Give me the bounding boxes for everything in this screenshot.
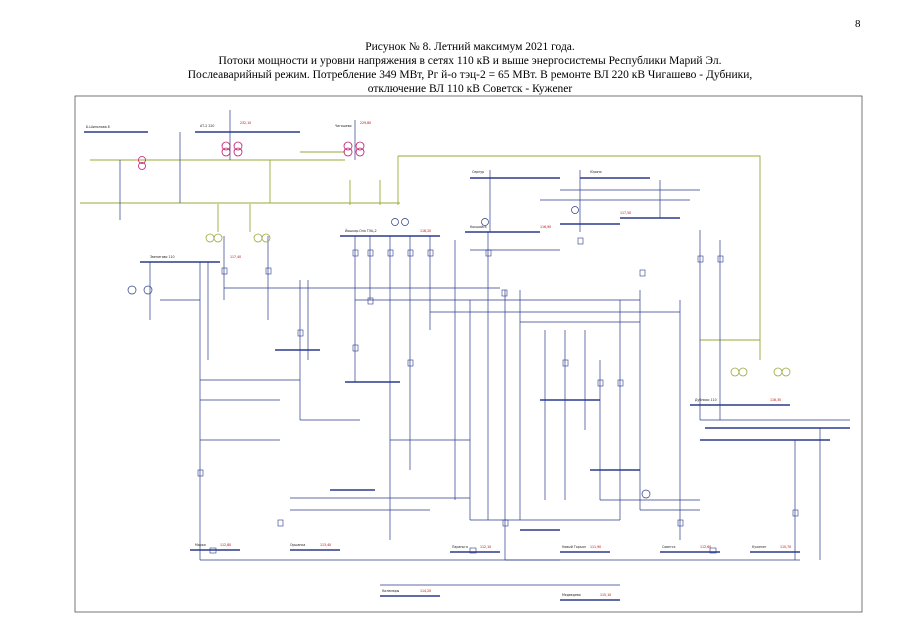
- svg-text:116,90: 116,90: [540, 225, 551, 229]
- caption-line-2: Потоки мощности и уровни напряжения в се…: [218, 55, 722, 67]
- svg-text:Советск: Советск: [662, 545, 676, 549]
- svg-text:Чигашево: Чигашево: [335, 124, 352, 128]
- svg-text:112,80: 112,80: [220, 543, 231, 547]
- svg-text:Кокшайск: Кокшайск: [470, 225, 487, 229]
- svg-text:114,20: 114,20: [420, 589, 431, 593]
- svg-text:Б-Шиньпова 8: Б-Шиньпова 8: [86, 125, 110, 129]
- svg-text:Морки: Морки: [195, 543, 206, 547]
- svg-text:Йошкар-Ола ТЭЦ-2: Йошкар-Ола ТЭЦ-2: [345, 228, 377, 233]
- network-110kv: [84, 110, 850, 601]
- svg-text:112,10: 112,10: [480, 545, 491, 549]
- page-number: 8: [855, 18, 861, 30]
- svg-text:110,70: 110,70: [780, 545, 791, 549]
- svg-text:Параньга: Параньга: [452, 545, 468, 549]
- diagram-frame: [74, 95, 863, 613]
- svg-text:111,90: 111,90: [590, 545, 601, 549]
- svg-text:117,40: 117,40: [230, 255, 241, 259]
- svg-text:118,20: 118,20: [420, 229, 431, 233]
- caption-line-3: Послеаварийный режим. Потребление 349 МВ…: [187, 69, 753, 81]
- svg-text:229,80: 229,80: [360, 121, 371, 125]
- svg-text:Оршанка: Оршанка: [290, 543, 305, 547]
- svg-text:Юрино: Юрино: [590, 170, 602, 174]
- caption-line-1: Рисунок № 8. Летний максимум 2021 года.: [365, 41, 575, 53]
- breakers: [197, 237, 799, 554]
- svg-text:117,50: 117,50: [620, 211, 631, 215]
- svg-text:Медведево: Медведево: [562, 593, 581, 597]
- svg-text:115,10: 115,10: [600, 593, 611, 597]
- transformers: [138, 141, 365, 170]
- autotransformers: [205, 233, 791, 377]
- flow-labels: Б-Шиньпова 8 АТ-2 220 Чигашево Сернур Юр…: [86, 121, 791, 597]
- network-220kv: [80, 151, 761, 360]
- svg-text:Новый Торъял: Новый Торъял: [562, 545, 586, 549]
- svg-text:Звенигово 110: Звенигово 110: [150, 255, 175, 259]
- svg-text:Килемары: Килемары: [382, 589, 400, 593]
- svg-text:Кужener: Кужener: [752, 545, 767, 549]
- svg-text:232,10: 232,10: [240, 121, 251, 125]
- svg-text:Сернур: Сернур: [472, 170, 484, 174]
- caption-line-4: отключение ВЛ 110 кВ Советск - Кужener: [367, 83, 573, 95]
- svg-text:Дубники 110: Дубники 110: [695, 398, 717, 402]
- svg-text:113,40: 113,40: [320, 543, 331, 547]
- svg-text:112,60: 112,60: [700, 545, 711, 549]
- svg-text:116,30: 116,30: [770, 398, 781, 402]
- svg-text:АТ-2 220: АТ-2 220: [200, 124, 214, 128]
- generators: [127, 206, 651, 499]
- figure-caption: Рисунок № 8. Летний максимум 2021 года. …: [150, 40, 790, 96]
